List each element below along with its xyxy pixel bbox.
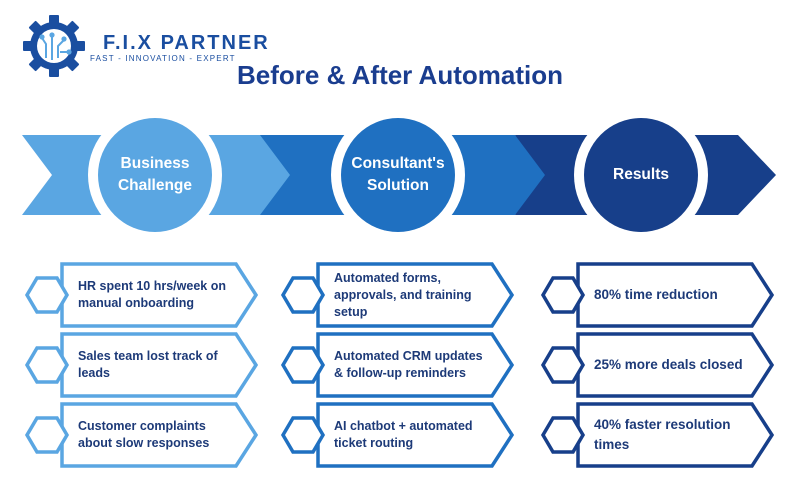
card-3-1-frame <box>576 262 775 328</box>
card-1-2-frame <box>60 332 259 398</box>
solution-item-1-text: Automated forms, approvals, and training… <box>334 270 472 319</box>
card-3-2-frame <box>576 332 775 398</box>
challenge-item-1-text: HR spent 10 hrs/week on manual onboardin… <box>78 279 226 310</box>
solution-item-3-text: AI chatbot + automated ticket routing <box>334 419 473 450</box>
card-2-3-frame <box>316 402 515 468</box>
challenge-item-2-text: Sales team lost track of leads <box>78 349 218 380</box>
result-item-3-text: 40% faster resolution times <box>594 417 731 452</box>
stage-3-circle <box>584 118 698 232</box>
hexagon-icon <box>280 346 326 384</box>
stage-2-heading: Consultant's Solution <box>351 155 445 194</box>
hexagon-icon <box>280 416 326 454</box>
stage-1-circle <box>98 118 212 232</box>
stage-2-circle <box>341 118 455 232</box>
stage-1-heading: Business Challenge <box>117 155 193 194</box>
challenge-item-1: HR spent 10 hrs/week on manual onboardin… <box>20 264 256 326</box>
card-2-2-frame <box>316 332 515 398</box>
card-1-3-frame <box>60 402 259 468</box>
hexagon-icon <box>24 346 70 384</box>
stage-3-heading: Results <box>613 166 669 183</box>
hexagon-icon <box>540 276 586 314</box>
hexagon-icon <box>24 276 70 314</box>
gear-circuit-logo-icon <box>23 15 85 77</box>
solution-item-1: Automated forms, approvals, and training… <box>276 264 512 326</box>
solution-item-2: Automated CRM updates & follow-up remind… <box>276 334 512 396</box>
page-title: Before & After Automation <box>237 60 563 90</box>
result-item-1-text: 80% time reduction <box>594 287 718 302</box>
result-item-2-text: 25% more deals closed <box>594 357 743 372</box>
hexagon-icon <box>540 416 586 454</box>
card-3-3-frame <box>576 402 775 468</box>
card-1-1-frame <box>60 262 259 328</box>
result-item-1: 80% time reduction <box>536 264 772 326</box>
challenge-item-3-text: Customer complaints about slow responses <box>78 419 210 450</box>
brand-name: F.I.X PARTNER <box>103 32 270 54</box>
challenge-item-2: Sales team lost track of leads <box>20 334 256 396</box>
card-2-1-frame <box>316 262 515 328</box>
result-item-3: 40% faster resolution times <box>536 404 772 466</box>
hexagon-icon <box>540 346 586 384</box>
hexagon-icon <box>280 276 326 314</box>
result-item-2: 25% more deals closed <box>536 334 772 396</box>
brand-tagline: FAST - INNOVATION - EXPERT <box>90 54 236 63</box>
solution-item-3: AI chatbot + automated ticket routing <box>276 404 512 466</box>
solution-item-2-text: Automated CRM updates & follow-up remind… <box>334 349 483 380</box>
challenge-item-3: Customer complaints about slow responses <box>20 404 256 466</box>
hexagon-icon <box>24 416 70 454</box>
